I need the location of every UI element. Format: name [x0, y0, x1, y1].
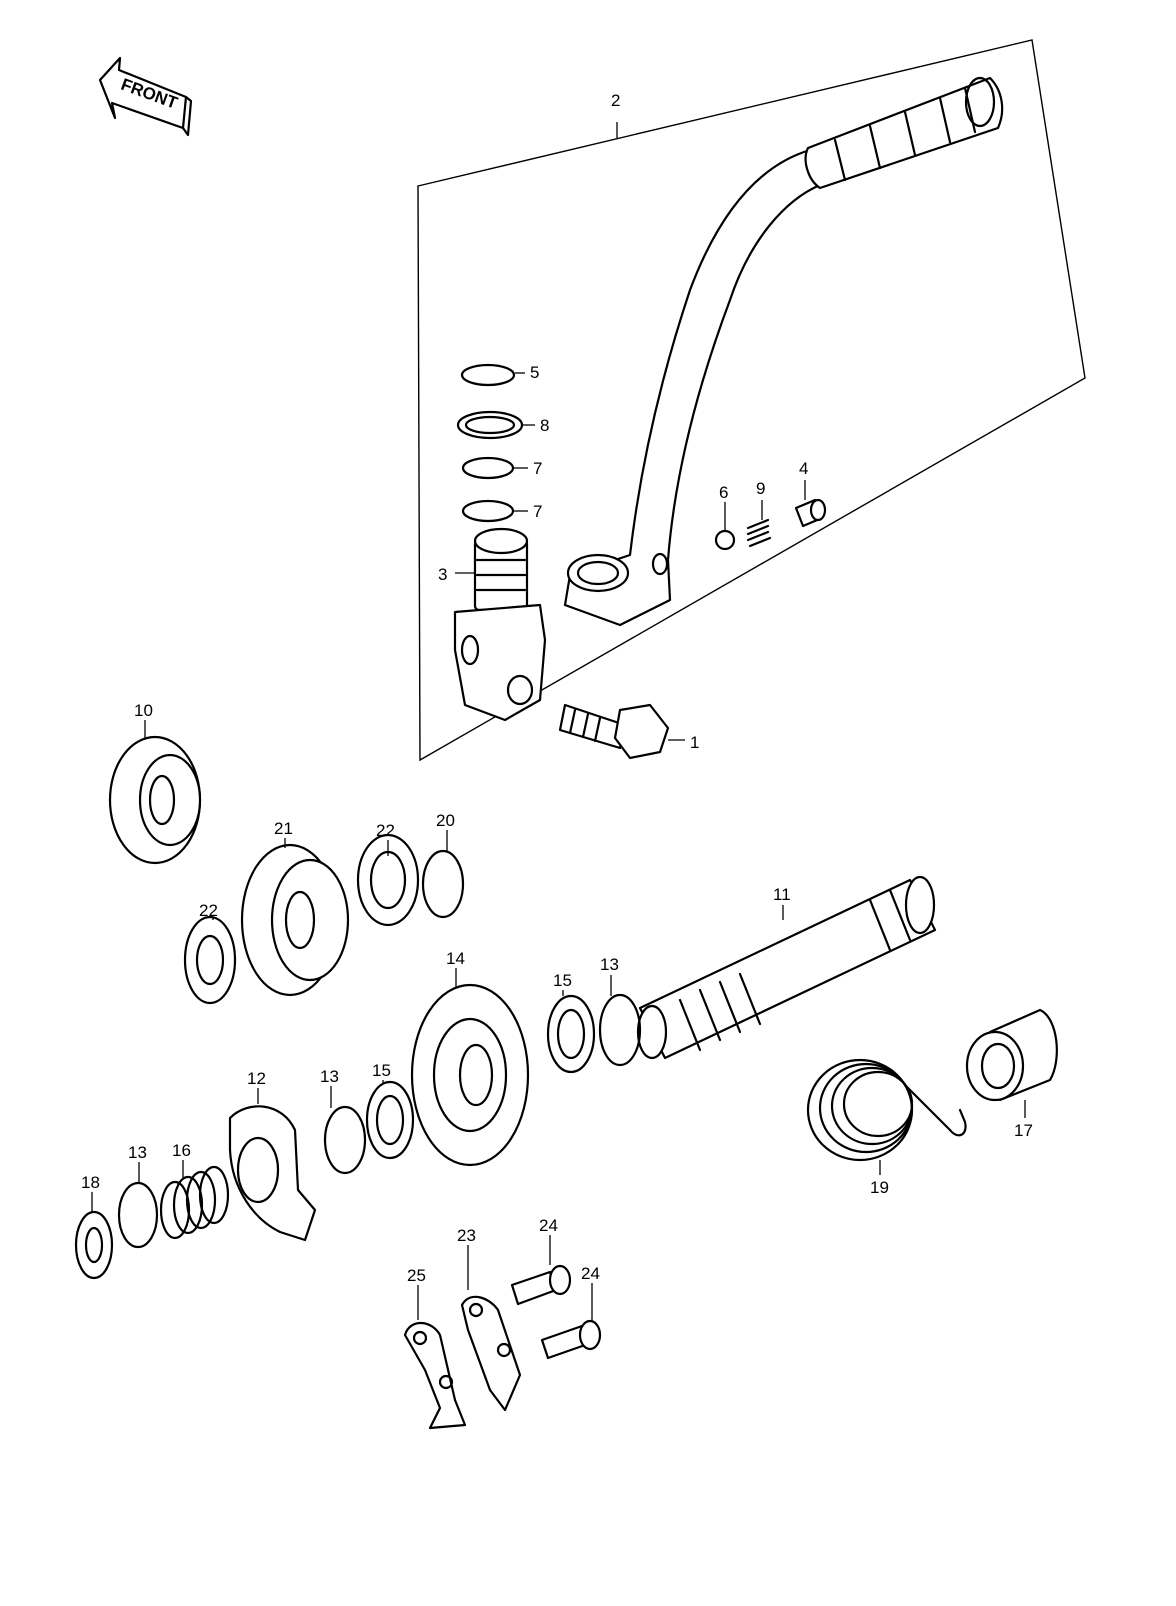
callout-6: 6 — [719, 483, 728, 502]
kick-pedal-clamp-body — [453, 527, 547, 722]
kick-ratchet-12 — [228, 1105, 317, 1242]
callout-22-left: 22 — [199, 901, 218, 920]
washer-15-shaft — [546, 994, 596, 1074]
washer-15-middle — [365, 1080, 415, 1160]
callout-8: 8 — [540, 416, 549, 435]
spring-guide-17 — [965, 1008, 1058, 1102]
ratchet-spring-16 — [159, 1165, 230, 1240]
callout-23: 23 — [457, 1226, 476, 1245]
callout-2: 2 — [611, 91, 620, 110]
callout-13-middle: 13 — [320, 1067, 339, 1086]
o-ring-7-upper — [461, 456, 515, 480]
washer-18 — [74, 1210, 114, 1280]
callout-1: 1 — [690, 733, 699, 752]
callout-13-shaft: 13 — [600, 955, 619, 974]
kick-shaft-11 — [636, 875, 937, 1060]
kick-gear-14 — [410, 983, 530, 1167]
guide-plate-25 — [403, 1321, 467, 1430]
callout-20: 20 — [436, 811, 455, 830]
kick-idle-gear-10 — [108, 735, 202, 865]
front-arrow-icon: FRONT — [98, 56, 193, 137]
kick-pedal-assembly-outline — [417, 39, 1086, 762]
washer-22-left — [183, 915, 237, 1005]
screw-24-lower — [540, 1319, 602, 1360]
kick-gear-21 — [240, 843, 350, 997]
leader-lines — [91, 122, 1026, 1322]
callout-17: 17 — [1014, 1121, 1033, 1140]
o-ring-7-lower — [461, 499, 515, 523]
callout-16: 16 — [172, 1141, 191, 1160]
clamp-bolt — [558, 703, 670, 760]
callout-7-upper: 7 — [533, 459, 542, 478]
callout-5: 5 — [530, 363, 539, 382]
washer-8 — [456, 410, 524, 440]
callout-3: 3 — [438, 565, 447, 584]
ball-6 — [714, 529, 736, 551]
circlip-13-middle — [323, 1105, 367, 1175]
spring-9 — [746, 518, 772, 548]
kick-pedal-lever — [563, 76, 1004, 627]
return-spring-19 — [806, 1058, 967, 1162]
callout-18: 18 — [81, 1173, 100, 1192]
callout-24-lower: 24 — [581, 1264, 600, 1283]
callout-4: 4 — [799, 459, 808, 478]
circlip-20 — [421, 849, 465, 919]
cap-4 — [794, 498, 827, 528]
callout-15-shaft: 15 — [553, 971, 572, 990]
circlip-13-left — [117, 1181, 159, 1249]
callout-21: 21 — [274, 819, 293, 838]
callout-22-right: 22 — [376, 821, 395, 840]
callout-19: 19 — [870, 1178, 889, 1197]
circlip-5 — [460, 363, 516, 387]
circlip-13-shaft — [598, 993, 642, 1067]
callout-12: 12 — [247, 1069, 266, 1088]
callout-15-middle: 15 — [372, 1061, 391, 1080]
callout-10: 10 — [134, 701, 153, 720]
screw-24-upper — [510, 1264, 572, 1306]
callout-25: 25 — [407, 1266, 426, 1285]
callout-11: 11 — [773, 885, 791, 904]
guide-plate-23 — [460, 1295, 522, 1412]
callout-13-left: 13 — [128, 1143, 147, 1162]
callout-7-lower: 7 — [533, 502, 542, 521]
callout-14: 14 — [446, 949, 465, 968]
callout-9: 9 — [756, 479, 765, 498]
callout-24-upper: 24 — [539, 1216, 558, 1235]
